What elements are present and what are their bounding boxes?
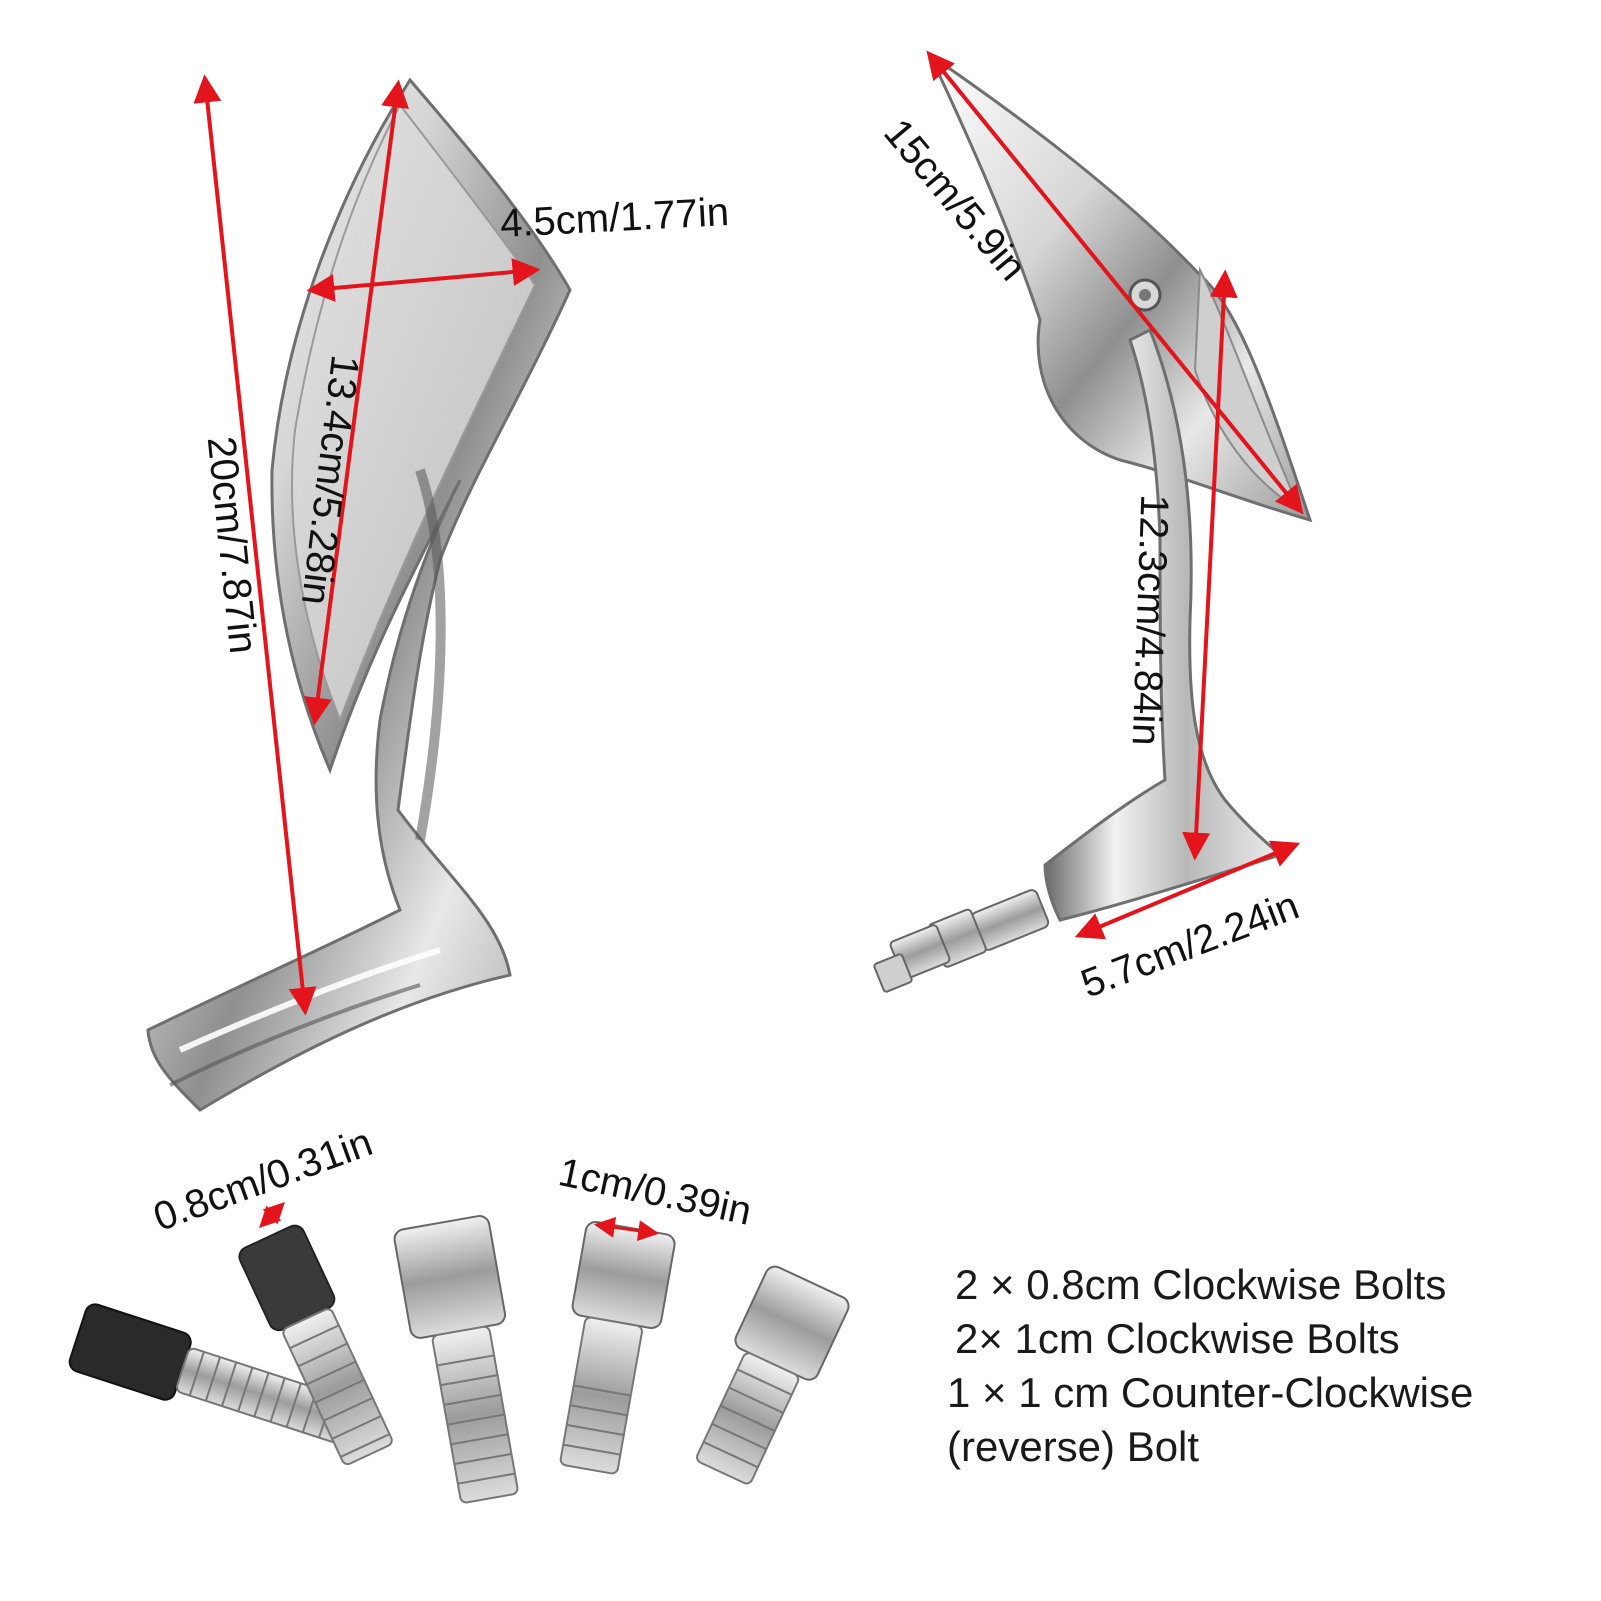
note-counter-clockwise: 1 × 1 cm Counter-Clockwise (reverse) Bol…: [947, 1369, 1474, 1470]
note-clockwise-large: 2× 1cm Clockwise Bolts: [955, 1315, 1400, 1362]
bolt-5: [696, 1265, 850, 1485]
arrow-right-stem-height: [1182, 269, 1238, 861]
arrow-bolt-small: [259, 1202, 285, 1228]
bolt-2: [238, 1224, 393, 1466]
arrow-left-glass-length: [304, 79, 409, 726]
arrow-right-glass-diagonal: [926, 50, 1304, 515]
note-clockwise-small: 2 × 0.8cm Clockwise Bolts: [955, 1261, 1447, 1308]
arrow-left-height: [193, 74, 317, 1016]
label-right-stem-height: 12.3cm/4.84in: [1123, 493, 1177, 747]
arrow-right-base-width: [1074, 840, 1301, 940]
bolt-1: [68, 1303, 351, 1443]
bolt-3: [393, 1215, 519, 1504]
bolt-4: [559, 1220, 676, 1475]
dimension-arrows: [193, 50, 1304, 1242]
arrow-left-glass-width: [306, 258, 541, 302]
right-mirror-bolt: [873, 889, 1050, 993]
bolt-notes: 2 × 0.8cm Clockwise Bolts 2× 1cm Clockwi…: [947, 1258, 1575, 1474]
arrow-bolt-large: [593, 1216, 660, 1242]
bolt-set: [68, 1215, 850, 1504]
